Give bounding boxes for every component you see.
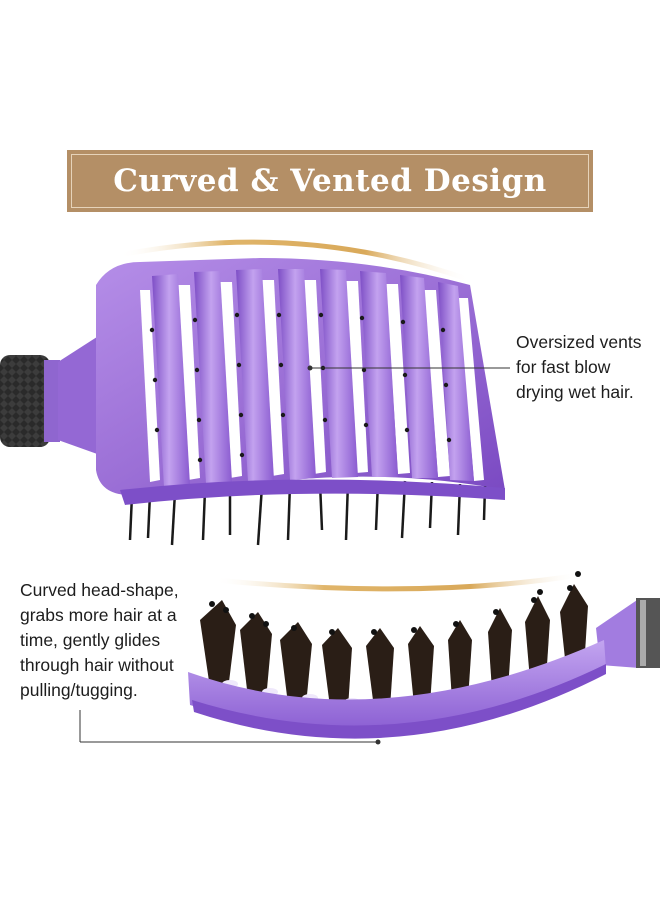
banner-title: Curved & Vented Design bbox=[113, 163, 547, 199]
callout-vents-line: for fast blow bbox=[516, 357, 611, 377]
upper-brush-handle bbox=[0, 335, 100, 455]
leader-line-vents bbox=[307, 365, 510, 371]
gold-arc-bottom bbox=[214, 572, 581, 592]
title-banner: Curved & Vented Design bbox=[67, 150, 593, 212]
callout-head-shape-line: grabs more hair at a bbox=[20, 605, 177, 625]
callout-vents: Oversized vents for fast blow drying wet… bbox=[516, 330, 641, 405]
callout-vents-line: drying wet hair. bbox=[516, 382, 634, 402]
vent-bristles bbox=[149, 312, 452, 463]
callout-head-shape: Curved head-shape, grabs more hair at a … bbox=[20, 578, 179, 703]
upper-brush-head bbox=[96, 258, 505, 546]
vent-bars bbox=[152, 269, 474, 487]
gold-arc-top bbox=[119, 239, 471, 283]
bristle-tufts bbox=[200, 584, 588, 708]
vent-slots bbox=[140, 280, 484, 482]
bristle-beads bbox=[209, 571, 581, 635]
callout-head-shape-line: through hair without bbox=[20, 655, 174, 675]
callout-head-shape-line: time, gently glides bbox=[20, 630, 161, 650]
callout-head-shape-line: Curved head-shape, bbox=[20, 580, 179, 600]
banner-border bbox=[71, 154, 589, 208]
leader-line-head-shape bbox=[79, 710, 381, 745]
callout-vents-line: Oversized vents bbox=[516, 332, 642, 352]
lower-brush bbox=[188, 571, 660, 739]
callout-head-shape-line: pulling/tugging. bbox=[20, 680, 138, 700]
